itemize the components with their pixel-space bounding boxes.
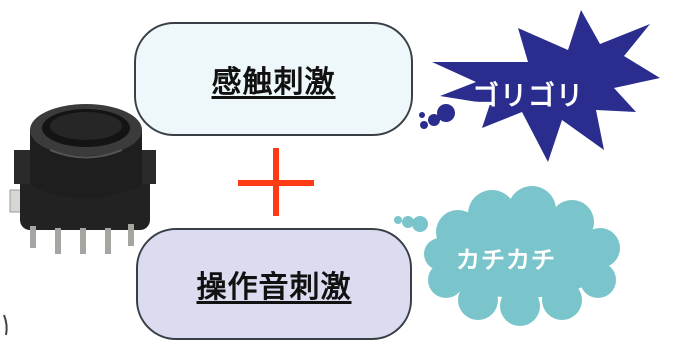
rotary-encoder-image [3,104,156,336]
sound-stimulus-box: 操作音刺激 [136,228,412,340]
tactile-stimulus-label: 感触刺激 [211,65,336,100]
tactile-stimulus-box: 感触刺激 [134,22,413,136]
thought-cloud-bubble [394,186,620,326]
kachikachi-label: カチカチ [456,246,556,274]
plus-icon-vertical [273,148,279,216]
starburst-bubble [419,10,660,162]
gorigori-label: ゴリゴリ [472,81,584,112]
sound-stimulus-label: 操作音刺激 [196,270,352,305]
